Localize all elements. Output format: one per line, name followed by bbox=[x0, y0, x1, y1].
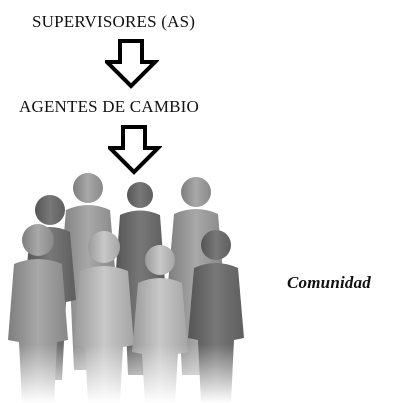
down-arrow-icon bbox=[108, 125, 162, 175]
community-label: Comunidad bbox=[287, 273, 371, 292]
supervisors-label: SUPERVISORES (AS) bbox=[32, 12, 196, 31]
change-agents-label: AGENTES DE CAMBIO bbox=[19, 97, 200, 116]
community-crowd-icon bbox=[0, 170, 270, 403]
down-arrow-icon bbox=[105, 39, 159, 89]
